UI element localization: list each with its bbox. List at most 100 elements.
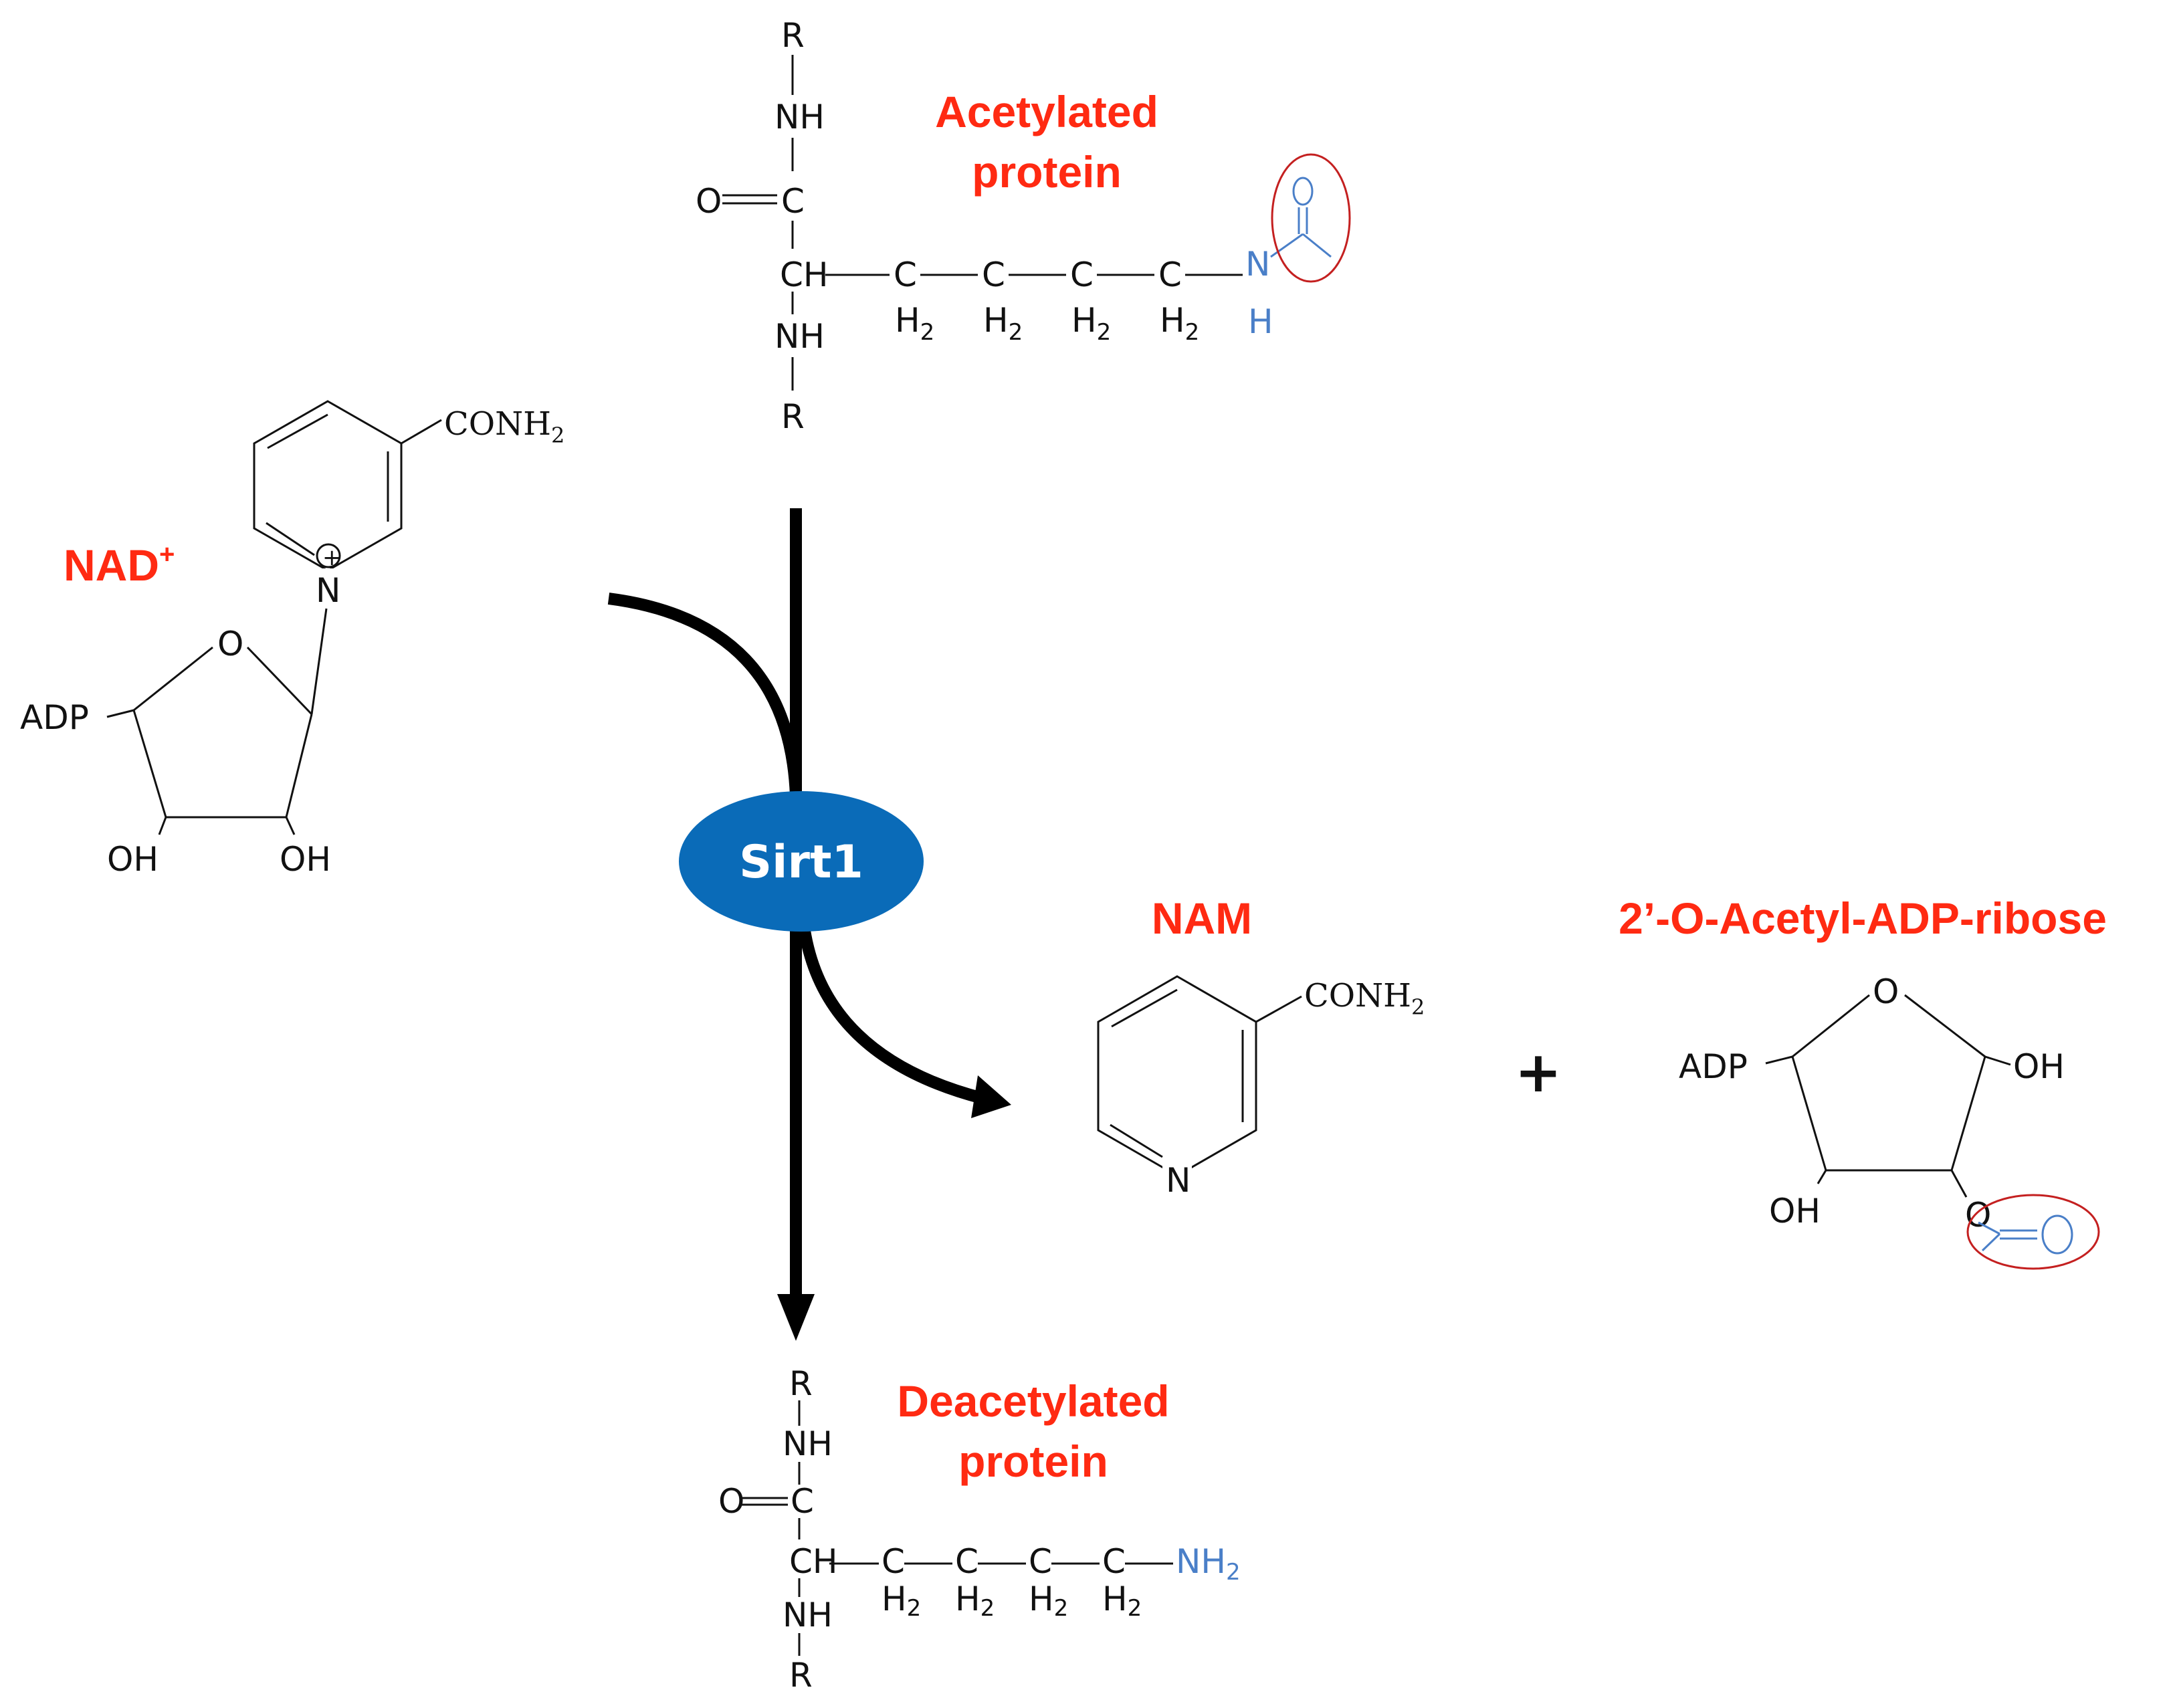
product-oh-3: OH bbox=[1769, 1192, 1821, 1231]
adp-bond bbox=[1765, 1055, 1793, 1065]
h2-3: H2 bbox=[1029, 1580, 1068, 1622]
acetyl-n-hydrogen: H bbox=[1248, 302, 1273, 341]
deacetylated-protein-label-line1: Deacetylated bbox=[897, 1376, 1169, 1426]
conh2-bond bbox=[401, 419, 442, 445]
acetylated-protein-label-line1: Acetylated bbox=[935, 87, 1158, 136]
carbonyl-oxygen: O bbox=[696, 182, 722, 221]
plus-sign: + bbox=[1515, 1039, 1562, 1105]
h2-2: H2 bbox=[983, 301, 1023, 346]
deacetylated-protein-label-line2: protein bbox=[958, 1436, 1108, 1486]
product-oh-anomeric: OH bbox=[2013, 1047, 2065, 1086]
ribose-bond bbox=[132, 710, 167, 818]
nad-oh-left: OH bbox=[107, 840, 159, 879]
nam-label: NAM bbox=[1152, 893, 1252, 943]
h2-1: H2 bbox=[895, 301, 934, 346]
ribose-oxygen: O bbox=[217, 625, 243, 663]
nad-input-arrow bbox=[607, 593, 802, 796]
ester-bond bbox=[1950, 1170, 1968, 1198]
h2-1: H2 bbox=[882, 1580, 921, 1622]
ring-double-bond bbox=[1111, 988, 1178, 1028]
ribose-bond bbox=[133, 646, 213, 712]
nad-label: NAD+ bbox=[64, 540, 175, 590]
nam-structure: N CONH2 bbox=[1097, 975, 1425, 1200]
acetyl-methyl-bond bbox=[1981, 1233, 2001, 1252]
chain-carbon-1: C bbox=[882, 1542, 905, 1581]
ribose-oxygen: O bbox=[1873, 972, 1899, 1011]
sirt1-ellipse bbox=[679, 791, 924, 932]
ring-double-bond bbox=[266, 522, 315, 556]
acetylated-protein-label-line2: protein bbox=[972, 147, 1122, 197]
h2-3: H2 bbox=[1071, 301, 1111, 346]
acetyl-highlight-circle bbox=[1271, 153, 1351, 283]
chain-carbon-4: C bbox=[1158, 255, 1182, 294]
conh2-bond bbox=[1255, 995, 1302, 1023]
acetyl-oxygen bbox=[1292, 177, 1314, 206]
nam-output-arrow bbox=[798, 925, 984, 1104]
ester-oxygen: O bbox=[1965, 1196, 1991, 1235]
carbonyl-carbon: C bbox=[781, 182, 805, 221]
n-mask bbox=[313, 568, 342, 603]
acetyl-adp-ribose-structure: O ADP OH OH O bbox=[1679, 972, 2100, 1270]
carbonyl-carbon: C bbox=[791, 1482, 814, 1521]
acetyl-adp-ribose-label: 2’-O-Acetyl-ADP-ribose bbox=[1619, 893, 2107, 943]
terminal-amine: NH2 bbox=[1176, 1542, 1241, 1586]
oh-bond bbox=[285, 817, 296, 835]
amide-nh-top: NH bbox=[774, 98, 825, 136]
h2-4: H2 bbox=[1160, 301, 1199, 346]
pyridine-ring bbox=[1097, 975, 1257, 1177]
chain-carbon-3: C bbox=[1029, 1542, 1052, 1581]
ribose-bond bbox=[1950, 1056, 1986, 1171]
pyridinium-nitrogen: N bbox=[316, 571, 340, 610]
chain-carbon-3: C bbox=[1070, 255, 1094, 294]
ribose-bond bbox=[1792, 994, 1870, 1058]
nad-conh2: CONH2 bbox=[444, 405, 564, 448]
positive-charge-sign: + bbox=[322, 544, 342, 571]
chain-carbon-2: C bbox=[982, 255, 1005, 294]
acetyl-oxygen bbox=[2041, 1214, 2073, 1255]
nad-adp: ADP bbox=[20, 698, 89, 737]
h2-2: H2 bbox=[955, 1580, 995, 1622]
amide-nh-bottom: NH bbox=[774, 317, 825, 356]
alpha-ch: CH bbox=[780, 255, 829, 294]
carbonyl-oxygen: O bbox=[718, 1482, 744, 1521]
oh-bond bbox=[1817, 1170, 1827, 1184]
r-group-bottom: R bbox=[789, 1656, 813, 1695]
nam-conh2: CONH2 bbox=[1304, 977, 1425, 1020]
positive-charge-circle bbox=[316, 543, 341, 568]
r-group-top: R bbox=[789, 1364, 813, 1403]
deacetylated-protein-structure: R NH O C CH C C C C NH2 H2 H2 H2 H2 NH R bbox=[718, 1364, 1241, 1695]
main-arrow-head bbox=[777, 1294, 815, 1341]
ribose-bond bbox=[1904, 994, 1986, 1058]
amide-nh-bottom: NH bbox=[783, 1596, 833, 1634]
acetyl-bond bbox=[1270, 233, 1304, 258]
acetyl-methyl-bond bbox=[1302, 233, 1332, 258]
alpha-ch: CH bbox=[789, 1542, 838, 1581]
sirt1-label: Sirt1 bbox=[739, 836, 863, 889]
nam-nitrogen: N bbox=[1166, 1161, 1191, 1200]
ribose-bond bbox=[246, 646, 313, 716]
adp-bond bbox=[106, 709, 134, 718]
chain-carbon-1: C bbox=[894, 255, 917, 294]
ring-double-bond bbox=[1110, 1124, 1163, 1158]
acetyl-highlight-circle bbox=[1966, 1194, 2100, 1270]
acetylated-protein-structure: R NH O C CH C C C C N H H2 H2 H2 H2 NH R bbox=[696, 16, 1351, 436]
glycosidic-bond bbox=[310, 608, 328, 715]
product-adp: ADP bbox=[1679, 1047, 1748, 1086]
sirt1-enzyme: Sirt1 bbox=[679, 791, 924, 932]
amide-nh-top: NH bbox=[783, 1424, 833, 1463]
ribose-bond bbox=[1791, 1056, 1827, 1171]
oh-bond bbox=[158, 817, 167, 835]
n-mask bbox=[1162, 1157, 1192, 1194]
ring-double-bond bbox=[267, 413, 328, 449]
acetyl-nitrogen: N bbox=[1245, 245, 1270, 284]
ribose-bond bbox=[285, 714, 313, 818]
r-group-top: R bbox=[781, 16, 805, 55]
nam-arrow-head bbox=[971, 1075, 1011, 1118]
chain-carbon-4: C bbox=[1102, 1542, 1126, 1581]
nad-structure: CONH2 N + O ADP OH OH bbox=[20, 400, 564, 879]
acetyl-bond bbox=[1978, 1221, 2000, 1235]
h2-4: H2 bbox=[1102, 1580, 1142, 1622]
chain-carbon-2: C bbox=[955, 1542, 978, 1581]
nad-oh-right: OH bbox=[280, 840, 331, 879]
oh-bond bbox=[1984, 1055, 2011, 1066]
